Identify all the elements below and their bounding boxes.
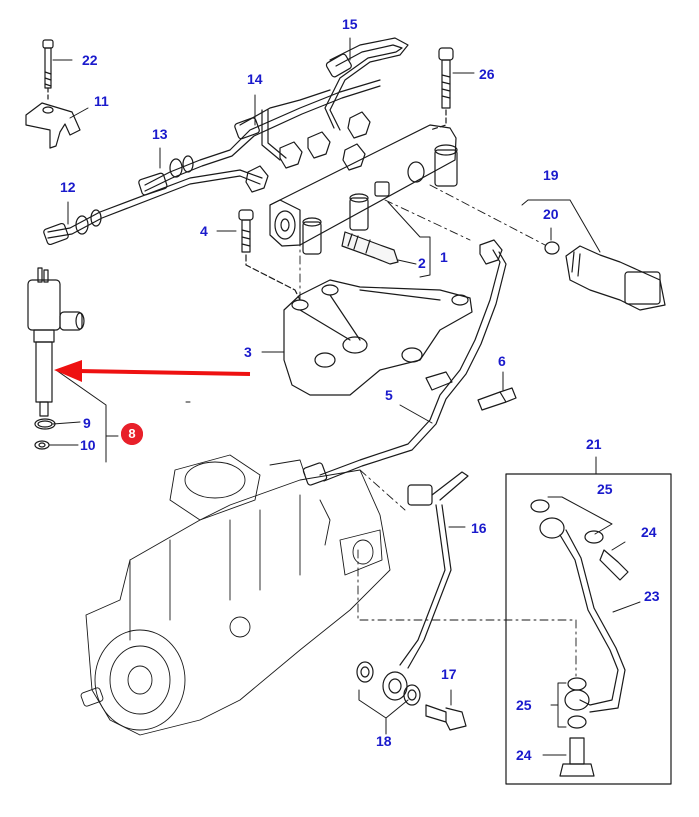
- part-4-bolt[interactable]: [238, 209, 301, 301]
- callout-4[interactable]: 4: [200, 223, 208, 239]
- part-2-relief-valve[interactable]: [341, 231, 399, 265]
- part-19-washers[interactable]: [356, 661, 421, 706]
- fuel-injection-pump[interactable]: [80, 454, 391, 736]
- callout-15[interactable]: 14: [247, 71, 263, 87]
- part-1-fuel-rail[interactable]: [269, 124, 458, 255]
- callout-17[interactable]: 16: [471, 520, 487, 536]
- part-10-washer[interactable]: [34, 440, 50, 450]
- part-8-injector[interactable]: [27, 267, 85, 417]
- part-25-upper-washers[interactable]: [530, 499, 604, 544]
- part-11-clamp[interactable]: [25, 102, 81, 149]
- part-15-injector-pipe[interactable]: [234, 89, 331, 161]
- callout-21[interactable]: 20: [543, 206, 559, 222]
- part-6-bolt[interactable]: [477, 387, 517, 411]
- kit-22-box: [505, 473, 672, 785]
- callout-3[interactable]: 3: [244, 344, 252, 360]
- callout-10[interactable]: 10: [80, 437, 96, 453]
- callout-8-highlighted[interactable]: 8: [121, 423, 143, 445]
- part-25-lower-washers[interactable]: [567, 677, 587, 729]
- callout-13[interactable]: 12: [60, 179, 76, 195]
- callout-25-lower[interactable]: 25: [516, 697, 532, 713]
- highlight-arrow: [54, 360, 251, 382]
- callout-22[interactable]: 21: [586, 436, 602, 452]
- part-18-banjo-bolt[interactable]: [425, 704, 467, 731]
- callout-18[interactable]: 17: [441, 666, 457, 682]
- callout-6[interactable]: 6: [498, 353, 506, 369]
- part-16-injector-pipe[interactable]: [324, 37, 409, 171]
- part-9-o-ring[interactable]: [34, 418, 56, 430]
- callout-12[interactable]: 22: [82, 52, 98, 68]
- part-13-injector-pipe[interactable]: [43, 165, 269, 246]
- callout-26[interactable]: 26: [479, 66, 495, 82]
- part-3-mounting-bracket[interactable]: [283, 279, 473, 396]
- part-23-return-pipe[interactable]: [539, 517, 626, 713]
- callout-24-lower[interactable]: 24: [516, 747, 532, 763]
- callout-1[interactable]: 1: [440, 249, 448, 265]
- callout-2[interactable]: 2: [418, 255, 426, 271]
- part-14-injector-pipe[interactable]: [138, 79, 381, 196]
- part-20-pressure-sensor[interactable]: [544, 241, 666, 311]
- callout-24-upper[interactable]: 24: [641, 524, 657, 540]
- callout-16[interactable]: 15: [342, 16, 358, 32]
- leader-lines: [48, 37, 641, 756]
- part-5-hp-pipe[interactable]: [302, 239, 507, 486]
- part-12-bolt[interactable]: [42, 39, 54, 103]
- part-17-supply-pipe[interactable]: [382, 471, 469, 701]
- callout-9[interactable]: 9: [83, 415, 91, 431]
- callout-20[interactable]: 19: [543, 167, 559, 183]
- callout-5[interactable]: 5: [385, 387, 393, 403]
- part-24-lower-bolt[interactable]: [559, 737, 595, 777]
- part-26-bolt[interactable]: [429, 47, 454, 131]
- callout-14[interactable]: 13: [152, 126, 168, 142]
- callout-11[interactable]: 11: [94, 93, 109, 109]
- callout-23[interactable]: 23: [644, 588, 660, 604]
- callout-19[interactable]: 18: [376, 733, 392, 749]
- callout-25-upper[interactable]: 25: [597, 481, 613, 497]
- assembly-guide-lines: [299, 184, 577, 677]
- part-24-upper-bolt[interactable]: [599, 549, 629, 581]
